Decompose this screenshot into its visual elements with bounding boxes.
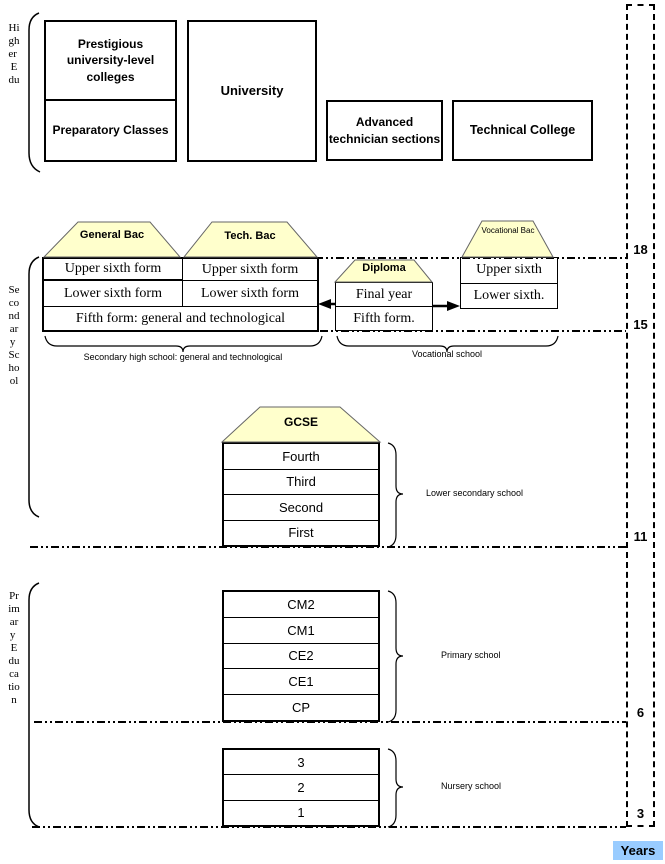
age-11: 11 <box>633 529 648 544</box>
table-row: Second <box>224 495 378 521</box>
sixth-form-table: Upper sixth form Upper sixth form Lower … <box>42 257 319 332</box>
higher-edu-brace <box>28 12 41 173</box>
nursery-school-brace <box>387 748 404 828</box>
higher-edu-side-label: Higher Edu <box>8 22 20 86</box>
vocational-track-label: Vocational school <box>411 349 483 359</box>
vocational-sixth-table: Upper sixth Lower sixth. <box>460 257 558 309</box>
table-row: 3 <box>224 750 378 776</box>
diploma-table: Final year Fifth form. <box>335 282 433 331</box>
primary-side-label: Primary Education <box>8 590 20 706</box>
table-row: CP <box>291 700 311 716</box>
technical-college-box: Technical College <box>452 100 593 161</box>
years-axis-label: Years <box>613 841 663 860</box>
general-bac-label: General Bac <box>79 229 145 241</box>
table-cell-merged: Fifth form: general and technological <box>75 310 286 326</box>
age-3: 3 <box>636 806 645 821</box>
prestigious-preparatory-box: Prestigious university-level colleges Pr… <box>44 20 177 162</box>
table-cell: Upper sixth form <box>183 259 317 281</box>
table-row: 2 <box>224 775 378 801</box>
secondary-side-label: Secondary School <box>8 284 20 387</box>
table-cell: Lower sixth form <box>183 281 317 307</box>
gcse-label: GCSE <box>283 415 318 429</box>
primary-school-brace <box>387 590 404 723</box>
prestigious-colleges-box: Prestigious university-level colleges <box>46 22 175 101</box>
age-rail <box>626 4 655 827</box>
lower-secondary-brace <box>387 442 404 548</box>
secondary-brace <box>28 256 40 518</box>
table-row: Third <box>224 470 378 495</box>
preparatory-classes-box: Preparatory Classes <box>52 123 169 138</box>
gcse-years-table: Fourth Third Second First <box>222 442 380 547</box>
table-row: Fifth form. <box>353 310 415 326</box>
tech-bac-label: Tech. Bac <box>224 230 276 242</box>
age-15: 15 <box>633 317 648 332</box>
nursery-school-label: Nursery school <box>441 781 502 791</box>
table-row: CE2 <box>224 644 378 670</box>
table-row: CM1 <box>224 618 378 644</box>
advanced-technician-box: Advanced technician sections <box>326 100 443 161</box>
lower-secondary-label: Lower secondary school <box>426 488 524 498</box>
age-6: 6 <box>636 705 645 720</box>
table-row: Lower sixth. <box>473 287 545 303</box>
age-18: 18 <box>633 242 648 257</box>
vocational-bac-label: Vocational Bac <box>481 226 535 235</box>
transfer-arrow-left-head <box>318 299 331 309</box>
transfer-arrow-right-head <box>447 301 460 311</box>
table-row: First <box>288 525 314 541</box>
table-cell: Upper sixth form <box>44 259 183 281</box>
general-track-underbrace <box>44 335 323 353</box>
table-row: Final year <box>336 283 432 307</box>
diploma-label: Diploma <box>362 262 406 274</box>
table-row: 1 <box>297 805 305 821</box>
nursery-years-table: 3 2 1 <box>222 748 380 827</box>
general-track-label: Secondary high school: general and techn… <box>83 352 283 362</box>
table-row: CE1 <box>224 669 378 696</box>
table-row: CM2 <box>224 592 378 618</box>
table-row: Fourth <box>224 444 378 470</box>
primary-school-label: Primary school <box>441 650 501 660</box>
table-row: Upper sixth <box>461 258 557 284</box>
primary-brace <box>28 582 40 828</box>
primary-years-table: CM2 CM1 CE2 CE1 CP <box>222 590 380 722</box>
university-box: University <box>187 20 317 162</box>
table-cell: Lower sixth form <box>44 281 183 307</box>
